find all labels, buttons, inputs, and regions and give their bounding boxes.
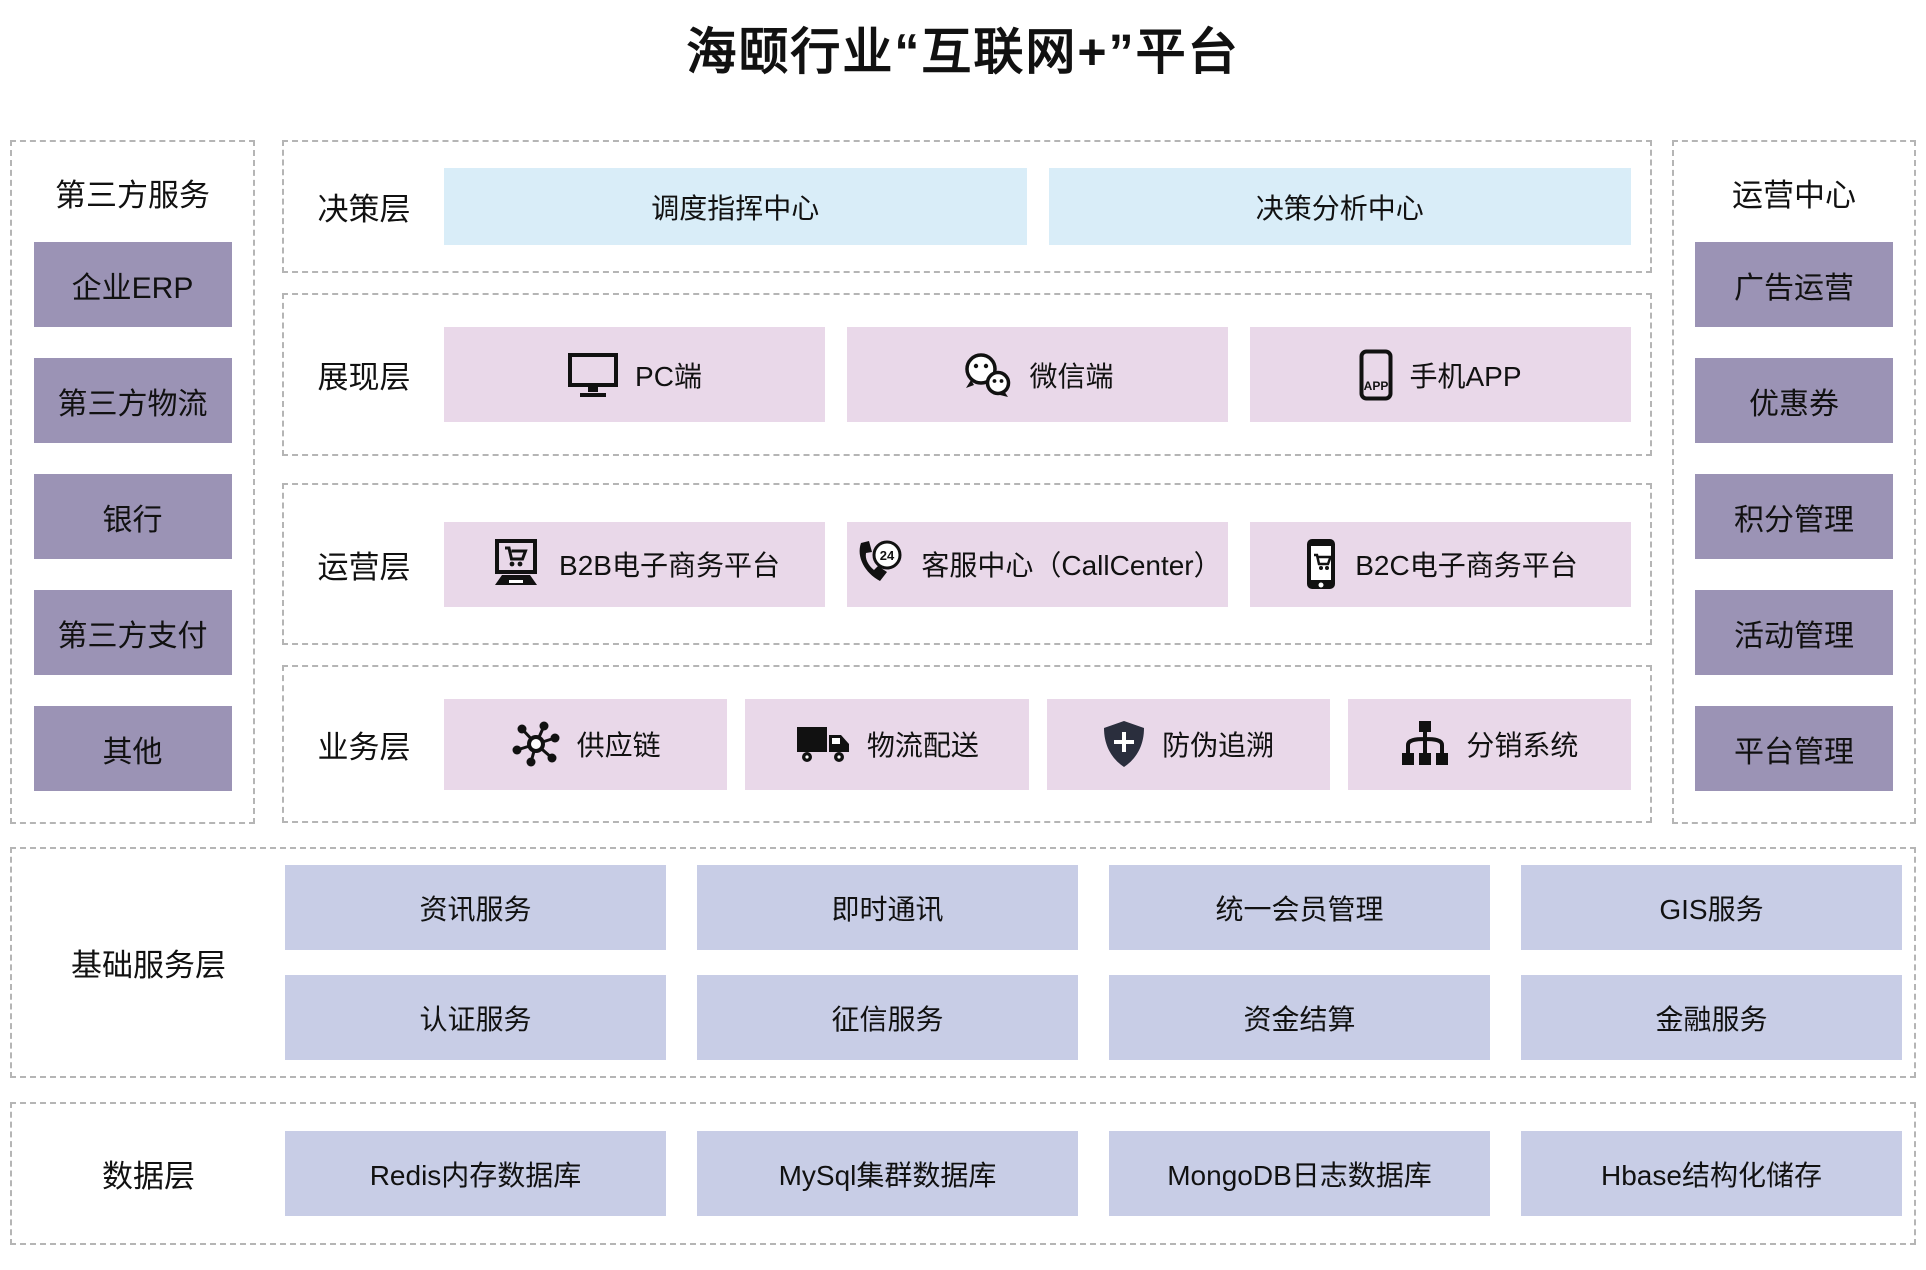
callcenter-box: 24 客服中心（CallCenter） xyxy=(847,521,1228,607)
b2b-ecommerce-icon xyxy=(489,539,543,589)
supply-chain-icon xyxy=(511,719,561,769)
operation-center-title: 运营中心 xyxy=(1732,177,1856,213)
third-party-item-logistics: 第三方物流 xyxy=(33,358,232,443)
callcenter-label: 客服中心（CallCenter） xyxy=(921,550,1222,581)
operation-center-panel: 运营中心 广告运营 优惠券 积分管理 活动管理 平台管理 xyxy=(1672,140,1916,824)
decision-layer-row: 决策层 调度指挥中心 决策分析中心 xyxy=(282,140,1652,273)
financial-service-box: 金融服务 xyxy=(1521,975,1902,1060)
b2b-ecommerce-label: B2B电子商务平台 xyxy=(559,550,780,581)
monitor-icon xyxy=(567,352,619,398)
dispatch-command-center-box: 调度指挥中心 xyxy=(444,168,1027,245)
presentation-layer-label: 展现层 xyxy=(317,360,411,395)
third-party-item-payment: 第三方支付 xyxy=(33,590,232,675)
info-service-box: 资讯服务 xyxy=(285,865,666,950)
business-layer-row: 业务层 xyxy=(282,665,1652,823)
pc-client-box: PC端 xyxy=(444,327,825,422)
supply-chain-box: 供应链 xyxy=(444,698,728,790)
distribution-label: 分销系统 xyxy=(1466,730,1579,761)
decision-layer-label: 决策层 xyxy=(317,192,411,227)
pc-client-label: PC端 xyxy=(635,360,702,392)
third-party-services-title: 第三方服务 xyxy=(55,177,210,213)
logistics-label: 物流配送 xyxy=(866,730,979,761)
unified-member-management-box: 统一会员管理 xyxy=(1109,865,1490,950)
hbase-storage-box: Hbase结构化储存 xyxy=(1521,1131,1902,1216)
logistics-truck-icon xyxy=(795,722,851,766)
operation-center-item-points: 积分管理 xyxy=(1695,474,1893,559)
distribution-tree-icon xyxy=(1400,719,1450,769)
presentation-layer-row: 展现层 PC端 xyxy=(282,293,1652,456)
anti-counterfeit-box: 防伪追溯 xyxy=(1046,698,1330,790)
b2c-ecommerce-label: B2C电子商务平台 xyxy=(1355,550,1578,581)
third-party-item-bank: 银行 xyxy=(33,474,232,559)
b2c-ecommerce-box: B2C电子商务平台 xyxy=(1250,521,1631,607)
anti-counterfeit-label: 防伪追溯 xyxy=(1162,730,1275,761)
third-party-item-other: 其他 xyxy=(33,706,232,791)
operation-center-item-activity: 活动管理 xyxy=(1695,590,1893,675)
operation-center-item-coupon: 优惠券 xyxy=(1695,358,1893,443)
basic-service-layer-panel: 基础服务层 资讯服务 即时通讯 统一会员管理 GIS服务 认证服务 征信服务 资… xyxy=(10,847,1916,1078)
business-layer-label: 业务层 xyxy=(317,729,411,765)
third-party-item-erp: 企业ERP xyxy=(33,242,232,327)
credit-service-box: 征信服务 xyxy=(697,975,1078,1060)
page-title: 海颐行业“互联网+”平台 xyxy=(686,24,1240,80)
mobile-app-icon: APP xyxy=(1359,349,1393,401)
wechat-icon xyxy=(961,352,1013,398)
mysql-db-box: MySql集群数据库 xyxy=(697,1131,1078,1216)
decision-analysis-center-box: 决策分析中心 xyxy=(1048,168,1631,245)
b2b-ecommerce-box: B2B电子商务平台 xyxy=(444,521,825,607)
gis-service-box: GIS服务 xyxy=(1521,865,1902,950)
supply-chain-label: 供应链 xyxy=(576,730,661,761)
basic-service-layer-label: 基础服务层 xyxy=(71,948,226,983)
anti-counterfeit-shield-icon xyxy=(1102,719,1146,769)
redis-db-box: Redis内存数据库 xyxy=(285,1131,666,1216)
third-party-services-panel: 第三方服务 企业ERP 第三方物流 银行 第三方支付 其他 xyxy=(10,140,255,824)
mobile-app-label: 手机APP xyxy=(1409,360,1522,392)
operation-center-item-ads: 广告运营 xyxy=(1695,242,1893,327)
operation-layer-label: 运营层 xyxy=(317,549,411,585)
operation-layer-row: 运营层 B2B电子商务平台 xyxy=(282,483,1652,645)
fund-settlement-box: 资金结算 xyxy=(1109,975,1490,1060)
operation-center-item-platform: 平台管理 xyxy=(1695,706,1893,791)
authentication-service-box: 认证服务 xyxy=(285,975,666,1060)
mongodb-db-box: MongoDB日志数据库 xyxy=(1109,1131,1490,1216)
callcenter-24-icon: 24 xyxy=(853,538,905,590)
b2c-ecommerce-icon xyxy=(1303,537,1339,591)
logistics-box: 物流配送 xyxy=(745,698,1029,790)
wechat-client-box: 微信端 xyxy=(847,327,1228,422)
instant-messaging-box: 即时通讯 xyxy=(697,865,1078,950)
distribution-box: 分销系统 xyxy=(1347,698,1631,790)
wechat-client-label: 微信端 xyxy=(1029,360,1114,392)
data-layer-panel: 数据层 Redis内存数据库 MySql集群数据库 MongoDB日志数据库 H… xyxy=(10,1102,1916,1245)
mobile-app-box: APP 手机APP xyxy=(1250,327,1631,422)
data-layer-label: 数据层 xyxy=(102,1159,195,1194)
svg-text:24: 24 xyxy=(880,548,895,563)
svg-text:APP: APP xyxy=(1364,379,1389,393)
